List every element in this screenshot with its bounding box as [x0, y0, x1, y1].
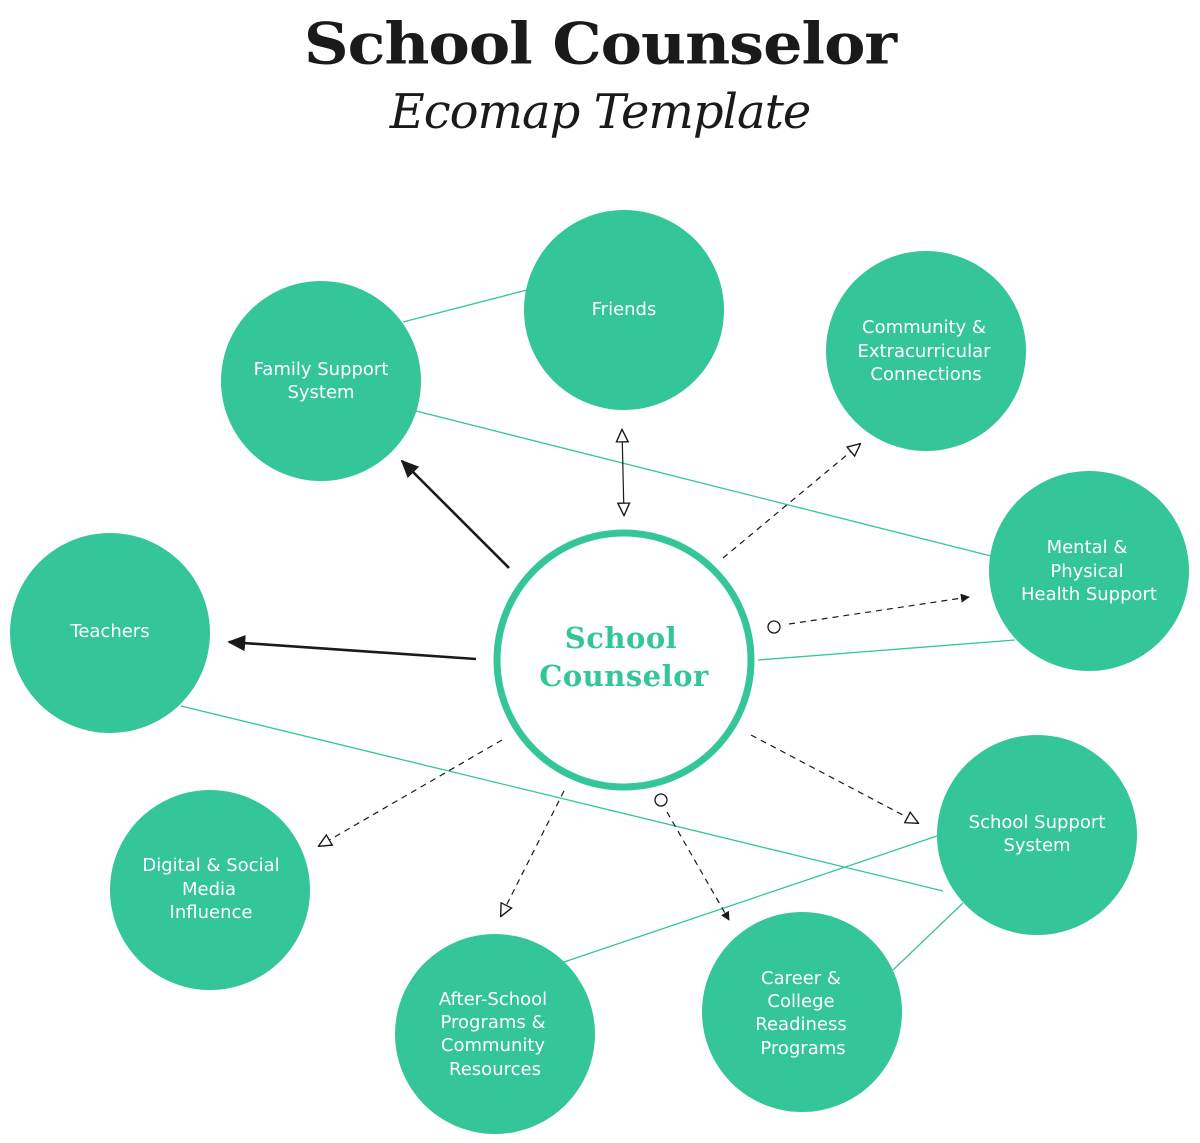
node-teachers: Teachers: [10, 533, 210, 733]
node-friends: Friends: [524, 210, 724, 410]
node-mental-circle: [989, 471, 1189, 671]
center-label-line-2: Counselor: [539, 659, 709, 693]
node-career-circle: [702, 912, 902, 1112]
node-community: Community & Extracurricular Connections: [826, 251, 1026, 451]
node-mental-label-1: Mental &: [1047, 537, 1128, 558]
connector-family-friends: [402, 289, 528, 323]
page-subtitle: Ecomap Template: [389, 84, 812, 140]
node-family-circle: [221, 281, 421, 481]
node-afterschool: After-School Programs & Community Resour…: [395, 934, 595, 1134]
node-digital-label-1: Digital & Social: [142, 855, 279, 876]
arrow-family: [400, 459, 510, 569]
node-career: Career & College Readiness Programs: [702, 912, 902, 1112]
center-node: School Counselor: [493, 529, 755, 791]
arrow-community: [722, 444, 860, 559]
arrow-afterschool: [501, 790, 565, 916]
center-label-line-1: School: [565, 621, 677, 655]
node-friends-circle: [524, 210, 724, 410]
node-afterschool-circle: [395, 934, 595, 1134]
node-family-label-2: System: [287, 382, 354, 403]
node-friends-label: Friends: [592, 299, 657, 320]
node-career-label-4: Programs: [760, 1038, 845, 1059]
node-community-label-2: Extracurricular: [857, 341, 991, 362]
arrow-career-origin-ring: [654, 793, 668, 807]
node-mental-label-3: Health Support: [1021, 584, 1157, 605]
node-school-circle: [937, 735, 1137, 935]
peripheral-connectors: [180, 289, 1016, 971]
arrow-digital: [319, 739, 503, 846]
node-career-label-2: College: [767, 991, 834, 1012]
node-afterschool-label-1: After-School: [439, 989, 547, 1010]
node-career-label-1: Career &: [761, 968, 841, 989]
node-afterschool-label-2: Programs &: [440, 1012, 545, 1033]
arrow-career: [666, 811, 730, 921]
page-title: School Counselor: [303, 9, 897, 78]
node-school-label-2: System: [1003, 835, 1070, 856]
node-career-label-3: Readiness: [755, 1014, 846, 1035]
connector-teachers-school: [180, 705, 944, 892]
node-school: School Support System: [937, 735, 1137, 935]
node-family: Family Support System: [221, 281, 421, 481]
node-community-label-3: Connections: [870, 364, 981, 385]
node-family-label-1: Family Support: [254, 359, 389, 380]
node-teachers-circle: [10, 533, 210, 733]
connector-afterschool-school: [563, 835, 938, 963]
arrow-friends: [622, 430, 624, 515]
arrow-mental-origin-ring: [767, 620, 781, 634]
node-mental: Mental & Physical Health Support: [989, 471, 1189, 671]
node-digital-label-3: Influence: [170, 902, 253, 923]
node-community-label-1: Community &: [862, 317, 986, 338]
connector-career-school: [892, 902, 964, 971]
connector-family-mental: [415, 410, 992, 557]
arrow-teachers: [227, 635, 477, 661]
node-afterschool-label-3: Community: [441, 1035, 546, 1056]
center-circle: [493, 529, 755, 791]
arrow-school: [750, 734, 918, 823]
relationship-arrows: [227, 430, 970, 921]
node-teachers-label: Teachers: [69, 621, 149, 642]
node-digital-circle: [110, 790, 310, 990]
node-afterschool-label-4: Resources: [449, 1059, 541, 1080]
node-mental-label-2: Physical: [1050, 561, 1123, 582]
node-digital: Digital & Social Media Influence: [110, 790, 310, 990]
node-school-label-1: School Support: [969, 812, 1106, 833]
node-community-circle: [826, 251, 1026, 451]
connector-center-mental: [757, 639, 1016, 661]
arrow-mental: [788, 593, 970, 625]
node-digital-label-2: Media: [182, 879, 236, 900]
